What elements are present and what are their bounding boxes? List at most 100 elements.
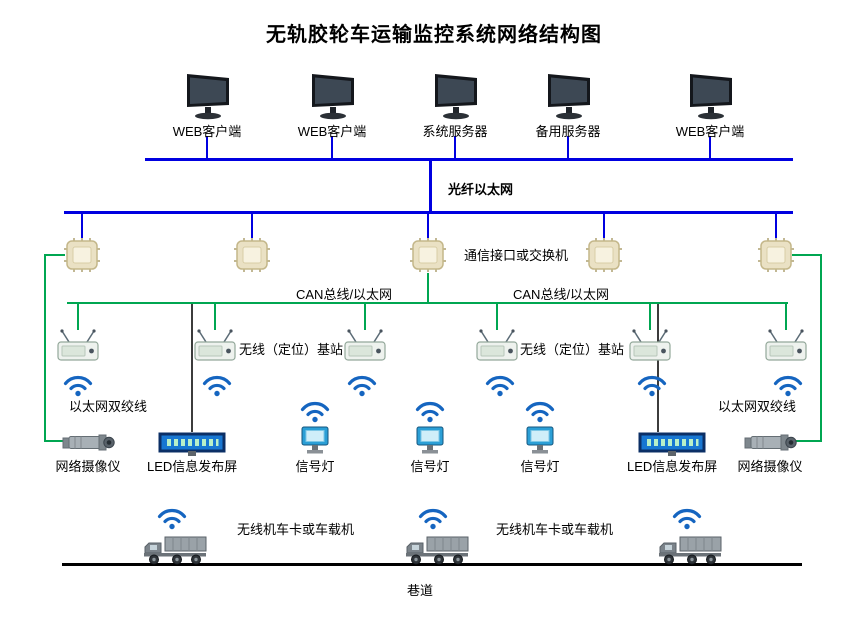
fiber-bus-top bbox=[145, 158, 793, 161]
base-station-link-2 bbox=[214, 304, 216, 330]
led-display-icon bbox=[638, 432, 706, 456]
twisted-pair-line-left bbox=[44, 254, 65, 256]
vehicle-card-label-left: 无线机车卡或车载机 bbox=[237, 522, 355, 537]
wireless-base-station-icon bbox=[629, 329, 671, 361]
twisted-pair-line-right bbox=[796, 440, 822, 442]
node-label: 备用服务器 bbox=[535, 124, 601, 139]
node-label: 系统服务器 bbox=[422, 124, 488, 139]
wifi-icon bbox=[346, 371, 378, 397]
signal-light-icon bbox=[416, 426, 444, 454]
comm-interface-box-icon bbox=[586, 238, 622, 272]
computer-monitor-icon bbox=[435, 74, 477, 120]
base-station-5 bbox=[626, 329, 674, 363]
system-server-node: 系统服务器 bbox=[410, 74, 500, 140]
base-station-6 bbox=[762, 329, 810, 363]
wifi-signal-icon bbox=[773, 375, 803, 397]
vehicle-truck-3 bbox=[656, 533, 724, 565]
switch-can-riser-line bbox=[427, 273, 429, 303]
fiber-ethernet-label: 光纤以太网 bbox=[448, 182, 514, 197]
vehicle-truck-1 bbox=[141, 533, 209, 565]
comm-interface-4 bbox=[584, 237, 624, 273]
wireless-base-station-icon bbox=[765, 329, 807, 361]
twisted-pair-line-left bbox=[44, 254, 46, 442]
vehicle-truck-2 bbox=[403, 533, 471, 565]
twisted-pair-line-left bbox=[44, 440, 68, 442]
twisted-pair-label-right: 以太网双绞线 bbox=[718, 399, 797, 414]
wifi-signal-icon bbox=[347, 375, 377, 397]
can-bus-label-right: CAN总线/以太网 bbox=[513, 287, 610, 302]
twisted-pair-line-right bbox=[820, 254, 822, 442]
wifi-signal-icon bbox=[672, 508, 702, 530]
fiber-bus-bottom bbox=[64, 211, 793, 214]
wifi-signal-icon bbox=[63, 375, 93, 397]
base-station-3 bbox=[341, 329, 389, 363]
device-label-signal-3: 信号灯 bbox=[520, 459, 560, 474]
comm-interface-2 bbox=[232, 237, 272, 273]
node-label: WEB客户端 bbox=[675, 124, 745, 139]
wifi-icon bbox=[414, 397, 446, 423]
monitor-link-line-4 bbox=[567, 136, 569, 158]
wifi-signal-icon bbox=[300, 401, 330, 423]
web-client-node-3: WEB客户端 bbox=[665, 74, 755, 140]
wifi-signal-icon bbox=[415, 401, 445, 423]
switch-link-line-3 bbox=[427, 214, 429, 238]
base-station-link-3 bbox=[364, 304, 366, 330]
computer-monitor-icon bbox=[690, 74, 732, 120]
switch-link-line-4 bbox=[603, 214, 605, 238]
mine-truck-icon bbox=[406, 536, 469, 565]
device-label-signal-1: 信号灯 bbox=[295, 459, 335, 474]
can-bus-label-left: CAN总线/以太网 bbox=[296, 287, 393, 302]
wifi-icon bbox=[201, 371, 233, 397]
comm-interface-3 bbox=[408, 237, 448, 273]
device-label-camera-right: 网络摄像仪 bbox=[737, 459, 803, 474]
twisted-pair-label-left: 以太网双绞线 bbox=[69, 399, 148, 414]
base-station-2 bbox=[191, 329, 239, 363]
computer-monitor-icon bbox=[548, 74, 590, 120]
led-riser-right bbox=[657, 304, 659, 432]
web-client-node-1: WEB客户端 bbox=[162, 74, 252, 140]
led-display-icon bbox=[158, 432, 226, 456]
led-screen-right bbox=[638, 431, 706, 457]
monitor-link-line-2 bbox=[331, 136, 333, 158]
computer-monitor-icon bbox=[187, 74, 229, 120]
wifi-icon bbox=[299, 397, 331, 423]
comm-interface-1 bbox=[62, 237, 102, 273]
comm-interface-box-icon bbox=[64, 238, 100, 272]
wifi-icon bbox=[62, 371, 94, 397]
twisted-pair-line-right bbox=[792, 254, 822, 256]
monitor-link-line-3 bbox=[454, 136, 456, 158]
node-label: WEB客户端 bbox=[297, 124, 367, 139]
wireless-base-station-icon bbox=[57, 329, 99, 361]
tunnel-label: 巷道 bbox=[406, 583, 433, 598]
network-camera-icon bbox=[62, 434, 115, 451]
wifi-icon bbox=[671, 504, 703, 530]
vehicle-card-label-right: 无线机车卡或车载机 bbox=[496, 522, 614, 537]
switch-link-line-5 bbox=[775, 214, 777, 238]
backup-server-node: 备用服务器 bbox=[523, 74, 613, 140]
diagram-title: 无轨胶轮车运输监控系统网络结构图 bbox=[266, 24, 602, 46]
network-camera-left bbox=[61, 428, 115, 456]
wifi-icon bbox=[772, 371, 804, 397]
wifi-signal-icon bbox=[202, 375, 232, 397]
comm-interface-box-icon bbox=[234, 238, 270, 272]
base-station-link-6 bbox=[785, 304, 787, 330]
web-client-node-2: WEB客户端 bbox=[287, 74, 377, 140]
wifi-icon bbox=[524, 397, 556, 423]
can-bus-line bbox=[67, 302, 788, 304]
wifi-icon bbox=[417, 504, 449, 530]
network-camera-icon bbox=[744, 434, 797, 451]
monitor-link-line-1 bbox=[206, 136, 208, 158]
wifi-signal-icon bbox=[157, 508, 187, 530]
comm-interface-box-icon bbox=[410, 238, 446, 272]
base-station-1 bbox=[54, 329, 102, 363]
device-label-signal-2: 信号灯 bbox=[410, 459, 450, 474]
base-station-label-right: 无线（定位）基站 bbox=[520, 342, 625, 357]
node-label: WEB客户端 bbox=[172, 124, 242, 139]
device-label-led-right: LED信息发布屏 bbox=[627, 459, 718, 474]
wifi-signal-icon bbox=[525, 401, 555, 423]
wifi-signal-icon bbox=[637, 375, 667, 397]
computer-monitor-icon bbox=[312, 74, 354, 120]
signal-light-icon bbox=[526, 426, 554, 454]
device-label-camera-left: 网络摄像仪 bbox=[55, 459, 121, 474]
signal-light-icon bbox=[301, 426, 329, 454]
